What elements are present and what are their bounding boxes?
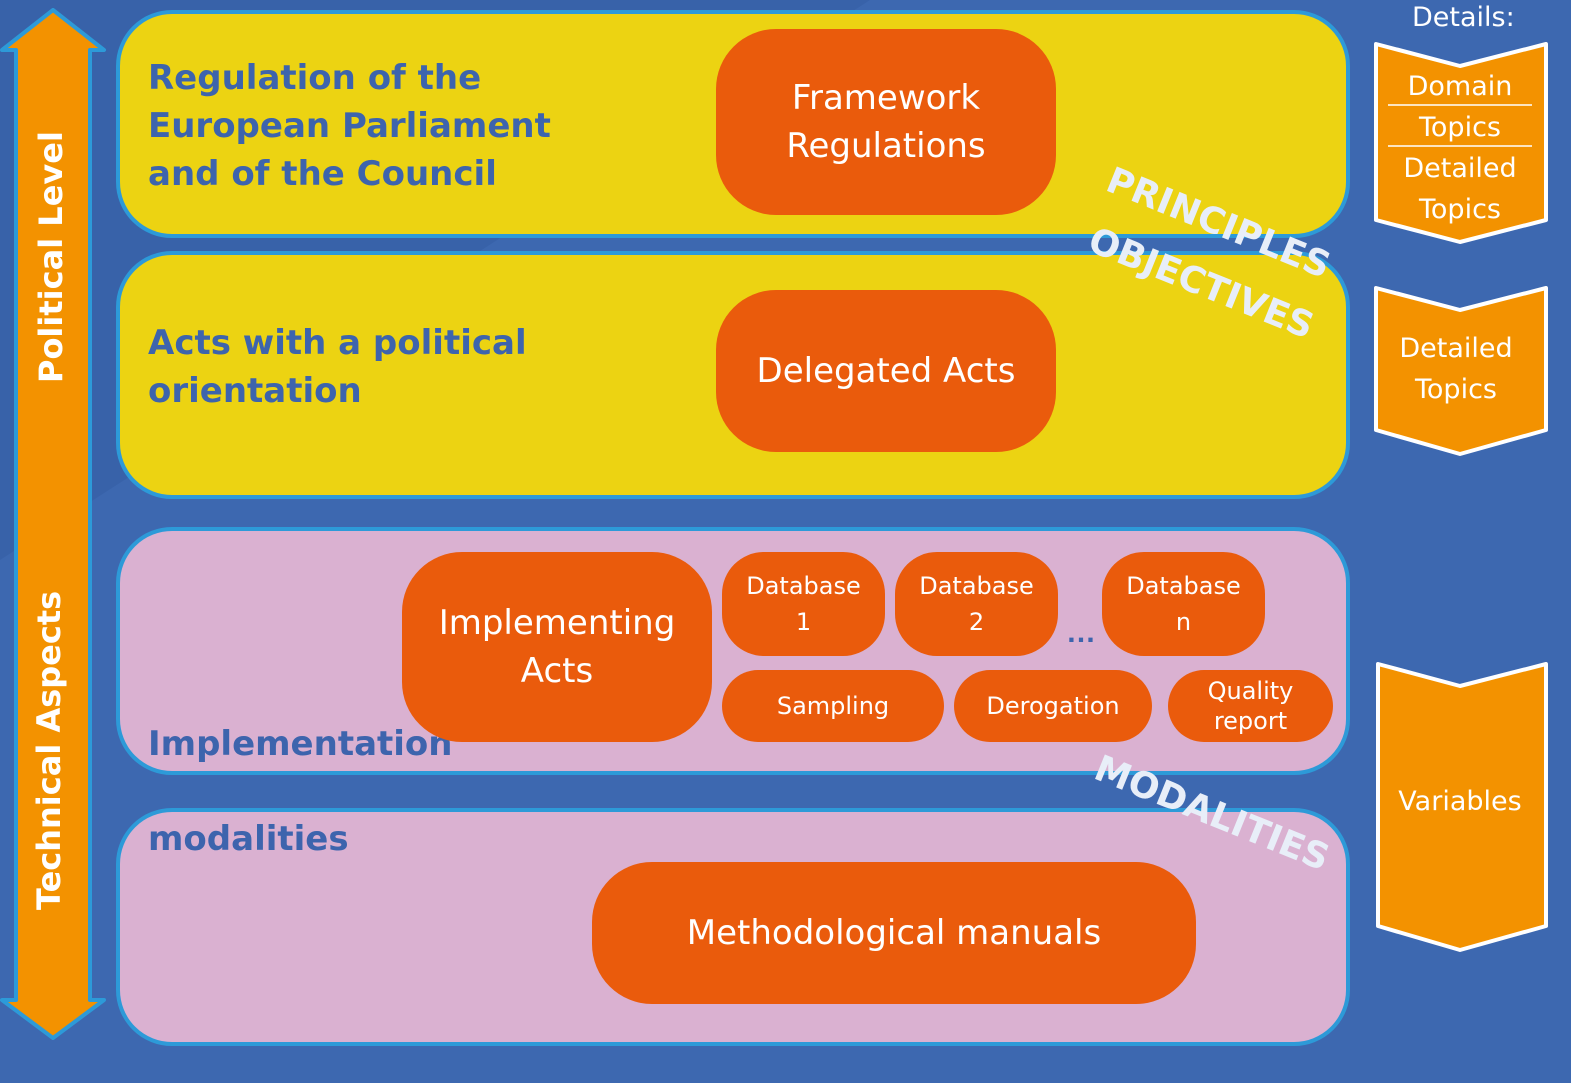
- chevron2-text: Detailed Topics: [1376, 328, 1536, 410]
- sampling-box: Sampling: [722, 670, 944, 742]
- political-orientation-line: orientation: [148, 371, 362, 411]
- chevron-variables-icon: [1376, 662, 1548, 952]
- framework-regulations-line: Framework: [791, 78, 981, 118]
- quality-report-line: report: [1213, 707, 1288, 735]
- chevron2-line: Detailed: [1399, 333, 1513, 364]
- database-1-box: Database 1: [722, 552, 885, 656]
- implementation-text: Implementation: [148, 724, 453, 764]
- implementing-acts-line: Implementing: [438, 603, 676, 643]
- implementing-acts-box: Implementing Acts: [402, 552, 712, 742]
- regulation-text-line: European Parliament: [148, 106, 551, 146]
- database-1-line: 1: [795, 608, 812, 636]
- political-level-label: Political Level: [32, 131, 70, 383]
- sampling-label: Sampling: [776, 692, 890, 720]
- database-1-line: Database: [746, 572, 861, 600]
- chevron1-line: Domain: [1407, 71, 1513, 102]
- quality-report-line: Quality: [1207, 677, 1294, 705]
- chevron1-line: Topics: [1419, 194, 1501, 225]
- database-n-line: n: [1175, 608, 1192, 636]
- database-n-box: Database n: [1102, 552, 1265, 656]
- implementing-acts-line: Acts: [520, 651, 594, 691]
- database-2-box: Database 2: [895, 552, 1058, 656]
- regulation-text: Regulation of the European Parliament an…: [148, 54, 551, 198]
- political-orientation-text: Acts with a political orientation: [148, 319, 527, 415]
- framework-regulations-box: Framework Regulations: [716, 29, 1056, 215]
- chevron-detailed-topics-icon: [1374, 286, 1548, 456]
- derogation-label: Derogation: [986, 692, 1120, 720]
- chevron-domain-topics-icon: [1374, 42, 1548, 244]
- delegated-acts-label: Delegated Acts: [756, 351, 1016, 391]
- ellipsis: …: [1066, 616, 1096, 649]
- chevron2-line: Topics: [1415, 374, 1497, 405]
- quality-report-box: Quality report: [1168, 670, 1333, 742]
- regulation-text-line: and of the Council: [148, 154, 497, 194]
- political-orientation-line: Acts with a political: [148, 323, 527, 363]
- regulation-text-line: Regulation of the: [148, 58, 482, 98]
- derogation-box: Derogation: [954, 670, 1152, 742]
- database-n-line: Database: [1126, 572, 1241, 600]
- technical-aspects-label: Technical Aspects: [30, 590, 68, 910]
- modalities-text: modalities: [148, 819, 349, 859]
- framework-regulations-line: Regulations: [786, 126, 986, 166]
- chevron1-line: Topics: [1419, 112, 1501, 143]
- methodological-manuals-box: Methodological manuals: [592, 862, 1196, 1004]
- double-arrow: [0, 8, 106, 1040]
- details-header: Details:: [1412, 2, 1515, 33]
- database-2-line: Database: [919, 572, 1034, 600]
- database-2-line: 2: [968, 608, 985, 636]
- chevron1-text: Domain Topics Detailed Topics: [1380, 66, 1540, 230]
- chevron3-text: Variables: [1380, 781, 1540, 822]
- chevron3-line: Variables: [1398, 786, 1522, 817]
- methodological-manuals-label: Methodological manuals: [686, 913, 1102, 953]
- delegated-acts-box: Delegated Acts: [716, 290, 1056, 452]
- chevron1-line: Detailed: [1403, 153, 1517, 184]
